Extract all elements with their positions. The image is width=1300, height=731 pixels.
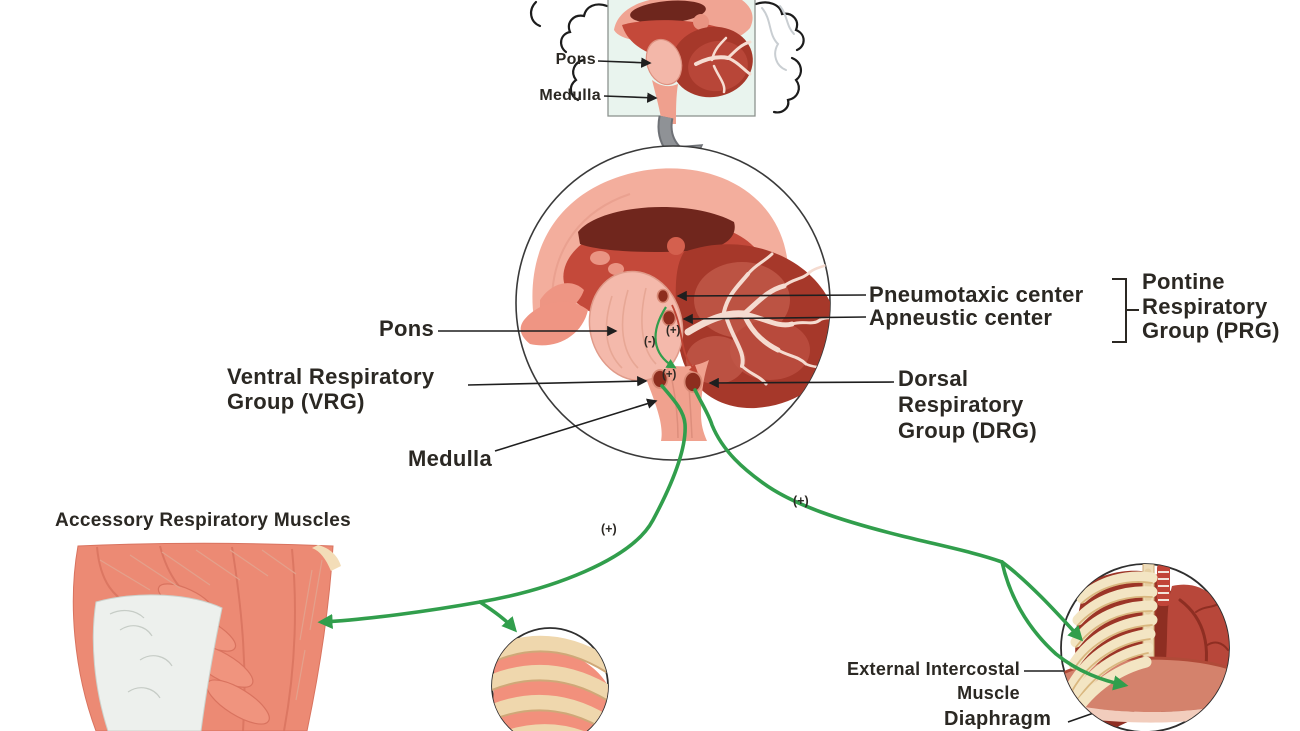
prg-label-line1: Pontine — [1142, 269, 1225, 294]
medulla-label: Medulla — [408, 446, 492, 471]
pathway-to-intercostal-closeup — [478, 600, 518, 633]
sign-plus-left-pathway: (+) — [601, 522, 617, 536]
inset-mini-brain — [614, 0, 753, 124]
vrg-label: Ventral Respiratory Group (VRG) — [227, 364, 435, 414]
pathway-to-external-intercostal — [1000, 560, 1084, 642]
inset-medulla-label: Medulla — [539, 87, 601, 104]
drg-label-line3: Group (DRG) — [898, 418, 1037, 443]
leader-lines — [438, 290, 1130, 723]
sign-plus-medulla: (+) — [662, 369, 677, 381]
vrg-node — [651, 369, 669, 389]
thorax-closeup-circle — [1060, 563, 1230, 731]
inset-pons-label: Pons — [555, 51, 596, 68]
drg-label: Dorsal Respiratory Group (DRG) — [898, 366, 1037, 444]
accessory-muscles-title: Accessory Respiratory Muscles — [55, 510, 351, 531]
brainstem-magnified-view — [515, 145, 831, 461]
drg-label-line1: Dorsal — [898, 366, 969, 391]
inset-leader-lines — [597, 57, 658, 103]
apneustic-center-node — [661, 309, 677, 327]
prg-label-line2: Respiratory — [1142, 293, 1268, 319]
diaphragm-label: Diaphragm — [944, 708, 1052, 730]
vrg-label-line1: Ventral Respiratory — [227, 364, 435, 389]
pneumotaxic-center-node — [656, 288, 670, 304]
apneustic-to-drg-green-path — [654, 306, 677, 369]
respiratory-center-nodes — [651, 288, 703, 393]
pathway-to-diaphragm — [1000, 560, 1129, 691]
efferent-pathways — [317, 384, 1129, 691]
fascia-patch — [92, 594, 223, 731]
intercostal-closeup-circle — [491, 627, 609, 731]
accessory-muscles-illustration — [72, 542, 341, 731]
external-intercostal-label-line1: External Intercostal — [846, 659, 1020, 679]
drg-label-line2: Respiratory — [898, 392, 1024, 417]
pons-label: Pons — [379, 316, 434, 341]
apneustic-center-label: Apneustic center — [869, 305, 1053, 330]
prg-bracket — [1112, 278, 1139, 343]
head-sketch-lines — [530, 0, 805, 114]
drg-node — [683, 371, 703, 393]
pneumotaxic-red-path — [671, 304, 698, 373]
arbor-vitae — [684, 252, 830, 386]
vrg-label-line2: Group (VRG) — [227, 388, 365, 414]
external-intercostal-label: External Intercostal Muscle — [788, 657, 1020, 705]
external-intercostal-label-line2: Muscle — [957, 683, 1020, 703]
sign-plus-pons: (+) — [666, 325, 681, 337]
pneumotaxic-center-label: Pneumotaxic center — [869, 282, 1084, 307]
prg-label: Pontine Respiratory Group (PRG) — [1142, 269, 1280, 344]
brain-sagittal-illustration — [520, 168, 830, 441]
prg-label-line3: Group (PRG) — [1142, 318, 1280, 343]
sign-minus-pons: (-) — [644, 336, 656, 348]
pathway-to-accessory-muscles — [317, 384, 687, 630]
sign-plus-right-pathway: (+) — [793, 494, 809, 508]
pathway-main-right — [693, 388, 1004, 564]
brain-inset-illustration — [530, 0, 805, 176]
